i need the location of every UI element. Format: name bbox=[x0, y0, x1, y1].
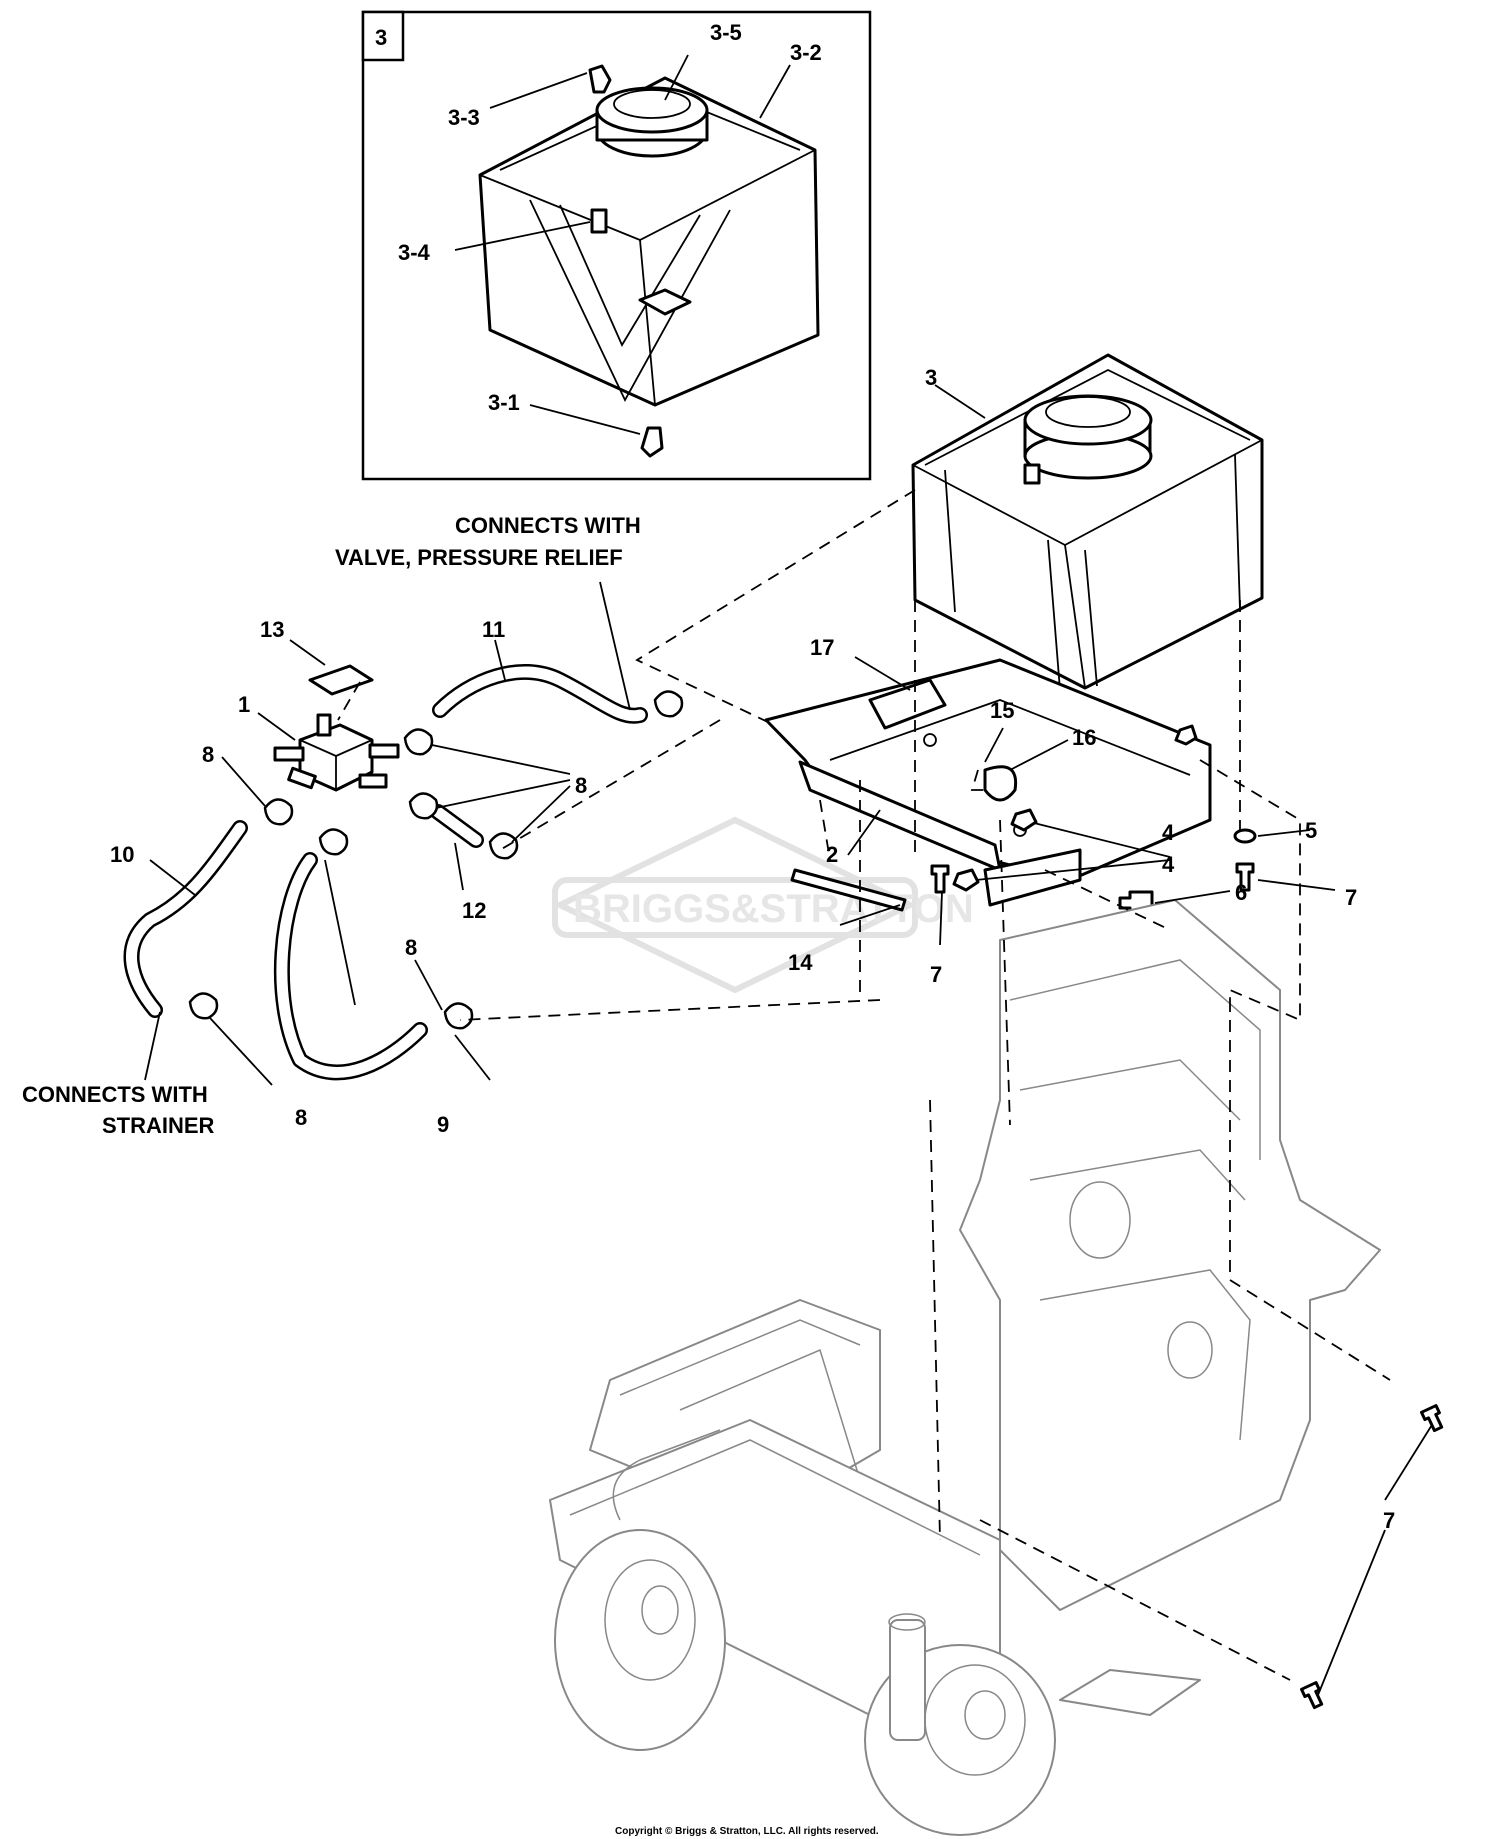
bolt-7c-top-icon bbox=[1420, 1404, 1444, 1433]
watermark: BRIGGS&STRATTON bbox=[552, 816, 974, 994]
callout-11: 11 bbox=[482, 617, 505, 642]
connection-notes: CONNECTS WITH VALVE, PRESSURE RELIEF CON… bbox=[22, 513, 641, 1138]
label-13-icon bbox=[308, 664, 374, 696]
callout-3-5: 3-5 bbox=[710, 20, 742, 45]
callout-4-upper: 4 bbox=[1162, 820, 1175, 845]
callout-8-mid: 8 bbox=[405, 935, 417, 960]
rod-14-icon bbox=[790, 868, 907, 912]
callout-labels: 3-5 3-2 3-3 3-4 3-1 3 13 11 1 17 15 16 8… bbox=[110, 20, 1395, 1533]
hose-11 bbox=[432, 664, 648, 724]
callout-3-4: 3-4 bbox=[398, 240, 431, 265]
bolt-7a-icon bbox=[930, 864, 950, 894]
bolt-7b-icon bbox=[1235, 862, 1255, 892]
callout-8-left: 8 bbox=[202, 742, 214, 767]
callout-13: 13 bbox=[260, 617, 284, 642]
hose-clamp-16-icon bbox=[983, 765, 1018, 802]
hose-12 bbox=[430, 804, 484, 848]
watermark-text: BRIGGS&STRATTON bbox=[573, 887, 974, 931]
callout-16: 16 bbox=[1072, 725, 1096, 750]
callout-10: 10 bbox=[110, 842, 134, 867]
callout-12: 12 bbox=[462, 898, 486, 923]
nut-4b-icon bbox=[952, 868, 980, 892]
callout-9: 9 bbox=[437, 1112, 449, 1137]
callout-3: 3 bbox=[925, 365, 937, 390]
inset-tank-illustration bbox=[478, 76, 820, 407]
assembly-dashed-lines bbox=[337, 489, 1391, 1681]
callout-8-center: 8 bbox=[575, 773, 587, 798]
callout-2: 2 bbox=[826, 842, 838, 867]
callout-14: 14 bbox=[788, 950, 813, 975]
callout-1: 1 bbox=[238, 692, 250, 717]
washer-5-icon bbox=[1233, 828, 1257, 844]
elbow-fitting-icon bbox=[588, 64, 612, 94]
callout-3-2: 3-2 bbox=[790, 40, 822, 65]
hose-9 bbox=[273, 852, 428, 1081]
callout-7-center: 7 bbox=[930, 962, 942, 987]
hose-10 bbox=[123, 820, 248, 1018]
mower-frame-illustration bbox=[549, 899, 1381, 1836]
note-relief-line1: CONNECTS WITH bbox=[455, 513, 641, 538]
copyright-text: Copyright © Briggs & Stratton, LLC. All … bbox=[615, 1826, 879, 1837]
note-strainer-line1: CONNECTS WITH bbox=[22, 1082, 208, 1107]
callout-3-1: 3-1 bbox=[488, 390, 520, 415]
nut-top-icon bbox=[1174, 724, 1198, 746]
callout-4-lower: 4 bbox=[1162, 852, 1175, 877]
nut-4a-icon bbox=[1010, 808, 1038, 832]
callout-15: 15 bbox=[990, 698, 1014, 723]
hose-clamps bbox=[188, 690, 684, 1030]
callout-8-bottom: 8 bbox=[295, 1105, 307, 1130]
manifold-valve-illustration bbox=[273, 713, 400, 792]
leader-lines bbox=[144, 54, 1436, 1696]
inset-label: 3 bbox=[375, 25, 387, 50]
note-strainer-line2: STRAINER bbox=[102, 1113, 215, 1138]
inset-detail-3: 3 bbox=[361, 10, 872, 481]
elbow-fitting-bottom-icon bbox=[640, 426, 664, 458]
bolt-7c-bottom-icon bbox=[1300, 1681, 1324, 1710]
callout-7-right: 7 bbox=[1345, 885, 1357, 910]
callout-7-lower-right: 7 bbox=[1383, 1508, 1395, 1533]
note-relief-line2: VALVE, PRESSURE RELIEF bbox=[335, 545, 623, 570]
callout-5: 5 bbox=[1305, 818, 1317, 843]
callout-3-3: 3-3 bbox=[448, 105, 480, 130]
callout-6: 6 bbox=[1235, 880, 1247, 905]
callout-17: 17 bbox=[810, 635, 834, 660]
tank-illustration bbox=[911, 353, 1264, 691]
